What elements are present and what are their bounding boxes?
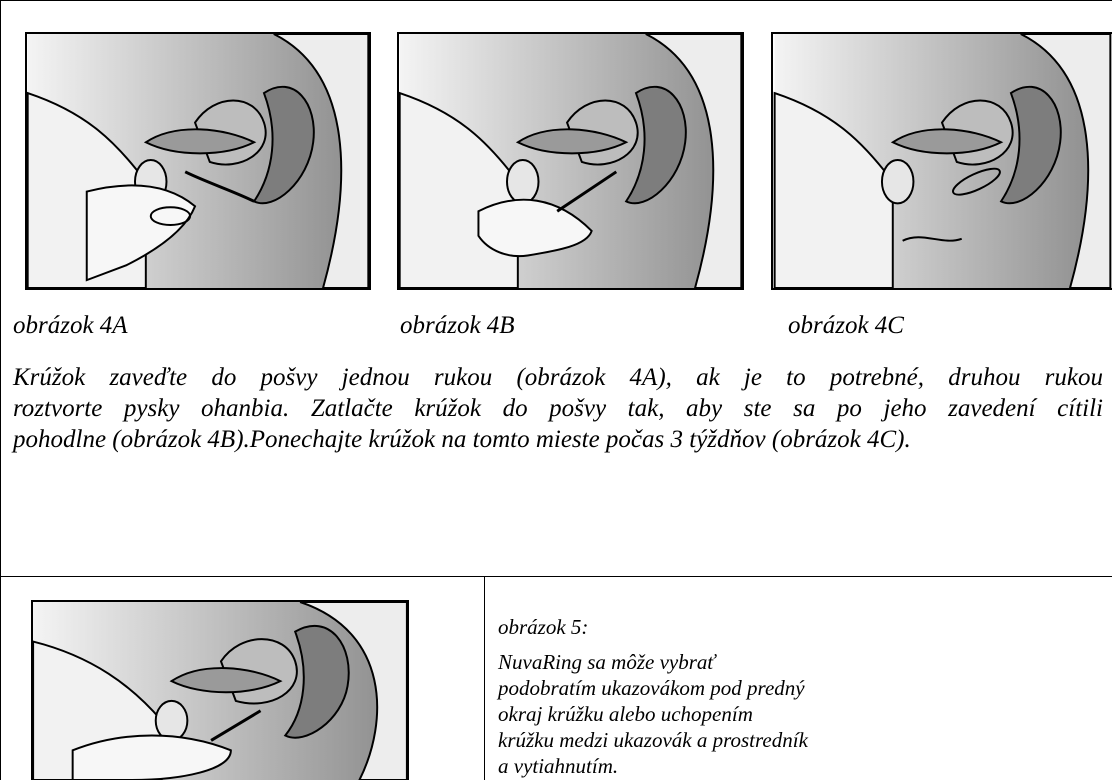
removal-line: krúžku medzi ukazovák a prostredník	[498, 727, 808, 753]
figure-5	[31, 600, 409, 780]
removal-line: podobratím ukazovákom pod predný	[498, 675, 805, 701]
column-divider	[484, 576, 485, 780]
removal-illustration-icon	[33, 602, 407, 780]
figure-5-title: obrázok 5:	[498, 614, 588, 640]
removal-line: NuvaRing sa môže vybrať	[498, 649, 715, 675]
figure-4c	[771, 32, 1112, 290]
paragraph-line: roztvorte pysky ohanbia. Zatlačte krúžok…	[13, 393, 1103, 424]
removal-line: a vytiahnutím.	[498, 753, 618, 779]
removal-line: okraj krúžku alebo uchopením	[498, 701, 753, 727]
paragraph-line: Krúžok zaveďte do pošvy jednou rukou (ob…	[13, 362, 1103, 393]
insertion-instructions: Krúžok zaveďte do pošvy jednou rukou (ob…	[13, 362, 1103, 455]
insertion-illustration-b-icon	[399, 34, 742, 288]
figure-4a	[25, 32, 371, 290]
insertion-illustration-a-icon	[27, 34, 369, 288]
figure-4a-caption: obrázok 4A	[13, 312, 128, 340]
row-divider	[0, 576, 1112, 577]
figure-4b	[397, 32, 744, 290]
figure-4b-caption: obrázok 4B	[400, 312, 515, 340]
paragraph-line: pohodlne (obrázok 4B).Ponechajte krúžok …	[13, 424, 1103, 455]
figure-4c-caption: obrázok 4C	[788, 312, 904, 340]
ring-in-place-illustration-icon	[773, 34, 1112, 288]
